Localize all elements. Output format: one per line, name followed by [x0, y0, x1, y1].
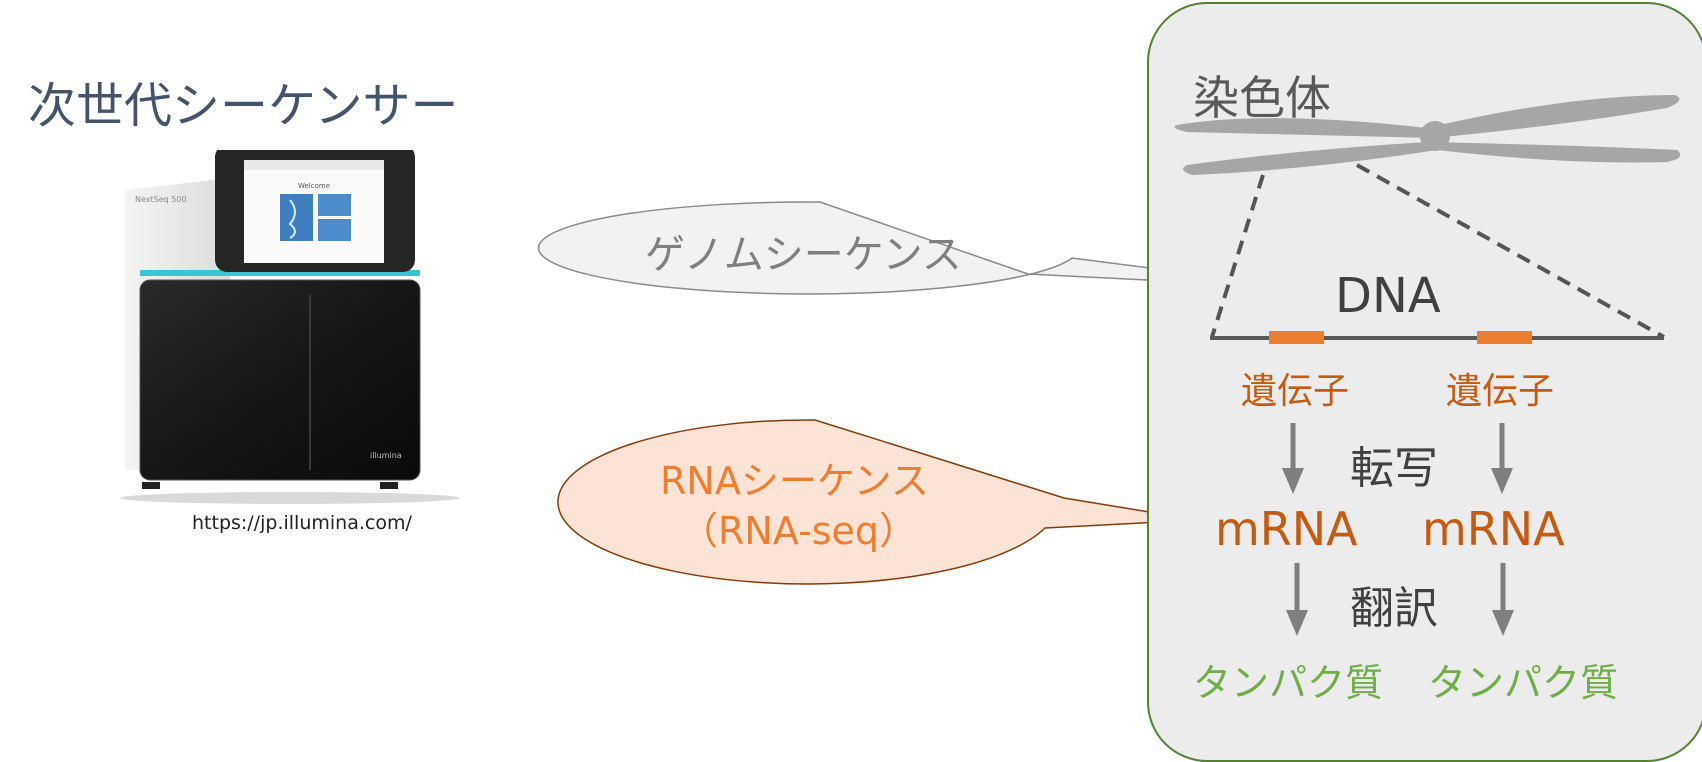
- gene-bar-right: [1477, 331, 1532, 344]
- genome-sequence-label: ゲノムシーケンス: [645, 232, 962, 278]
- chromosome-label: 染色体: [1193, 71, 1331, 125]
- source-url: https://jp.illumina.com/: [192, 512, 412, 534]
- cell-diagram: [1174, 95, 1681, 636]
- mrna-label-left: mRNA: [1215, 502, 1358, 556]
- transcription-label: 転写: [1350, 443, 1438, 494]
- brand-panel-label: NextSeq 500: [135, 195, 187, 204]
- zoom-line-right: [1356, 163, 1665, 339]
- gene-label-left: 遺伝子: [1241, 371, 1350, 412]
- dna-label: DNA: [1335, 268, 1441, 324]
- screen-welcome-label: Welcome: [298, 182, 330, 190]
- callout-layer: [537, 201, 1306, 585]
- mrna-label-right: mRNA: [1422, 502, 1565, 556]
- rna-seq-callout: [557, 419, 1199, 585]
- gene-bar-left: [1269, 331, 1324, 344]
- protein-label-left: タンパク質: [1193, 661, 1384, 705]
- page-title: 次世代シーケンサー: [28, 78, 459, 134]
- zoom-line-left: [1210, 174, 1265, 338]
- gene-label-right: 遺伝子: [1446, 371, 1555, 412]
- chromosome-shape: [1174, 95, 1681, 175]
- illumina-logo: illumina: [370, 451, 402, 460]
- rna-seq-label-line2: （RNA-seq）: [680, 509, 917, 553]
- sequencer-image: NextSeq 500 Welcome illumina: [120, 150, 460, 504]
- protein-label-right: タンパク質: [1428, 661, 1619, 705]
- rna-seq-label-line1: RNAシーケンス: [660, 459, 929, 503]
- translation-label: 翻訳: [1350, 583, 1438, 634]
- genome-callout: [537, 201, 1306, 295]
